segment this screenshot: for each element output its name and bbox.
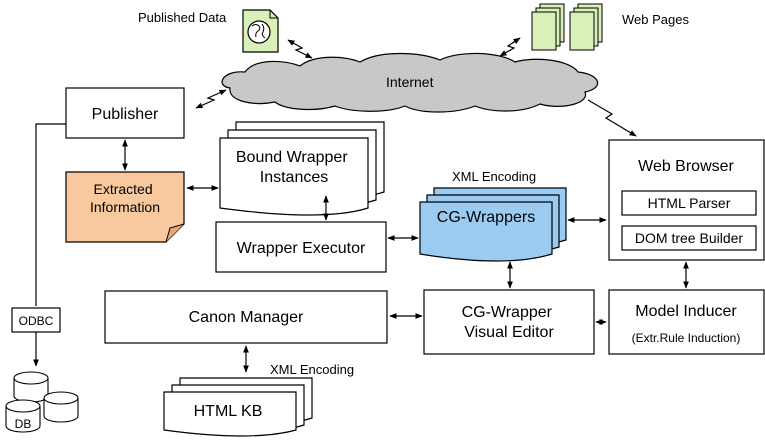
bound-wrapper-instances-label: Bound Wrapper Instances <box>236 149 352 186</box>
html-kb-stack <box>163 377 313 437</box>
model-inducer-box <box>608 289 765 355</box>
link-webpages-internet <box>499 37 521 57</box>
extracted-line-2: Information <box>90 199 160 215</box>
dom-tree-builder-box <box>621 225 757 251</box>
cg-wrappers-label: CG-Wrappers <box>437 209 535 226</box>
link-published-internet <box>287 39 313 59</box>
stacked-pages-icon <box>531 3 603 51</box>
editor-line-2: Visual Editor <box>464 324 554 341</box>
database-cylinders-icon <box>5 371 79 433</box>
cg-wrapper-visual-editor-label: CG-Wrapper Visual Editor <box>462 304 557 341</box>
globe-document-icon <box>242 9 279 53</box>
bound-wrapper-instances-stack <box>219 121 385 216</box>
html-parser-label: HTML Parser <box>648 195 731 211</box>
canon-manager-label: Canon Manager <box>189 309 304 326</box>
web-browser-label: Web Browser <box>638 158 734 175</box>
link-publisher-odbc <box>35 123 66 306</box>
wrapper-executor-box <box>215 221 387 273</box>
extr-rule-induction-label: (Extr.Rule Induction) <box>632 331 741 345</box>
web-pages-label: Web Pages <box>622 12 689 27</box>
cg-wrapper-visual-editor-box <box>423 289 595 355</box>
db-label: DB <box>15 417 32 431</box>
odbc-label: ODBC <box>19 314 54 328</box>
bound-line-1: Bound Wrapper <box>236 149 348 166</box>
model-inducer-label: Model Inducer <box>635 303 737 320</box>
link-publisher-internet <box>195 89 227 109</box>
xml-encoding-bottom-label: XML Encoding <box>270 362 354 377</box>
dom-tree-builder-label: DOM tree Builder <box>635 230 743 246</box>
internet-label: Internet <box>386 74 434 90</box>
canon-manager-box <box>104 290 388 344</box>
bound-line-2: Instances <box>260 169 328 186</box>
html-parser-box <box>621 190 757 216</box>
link-internet-browser <box>587 99 637 137</box>
xml-encoding-top-label: XML Encoding <box>452 169 536 184</box>
published-data-label: Published Data <box>138 10 227 25</box>
publisher-box <box>65 87 185 139</box>
cg-wrappers-stack <box>419 187 567 262</box>
wrapper-executor-label: Wrapper Executor <box>237 240 366 257</box>
extracted-information-label: Extracted Information <box>90 181 160 215</box>
extracted-line-1: Extracted <box>93 181 152 197</box>
editor-line-1: CG-Wrapper <box>462 304 553 321</box>
internet-cloud <box>221 52 598 113</box>
publisher-label: Publisher <box>92 106 159 123</box>
html-kb-label: HTML KB <box>194 403 263 420</box>
